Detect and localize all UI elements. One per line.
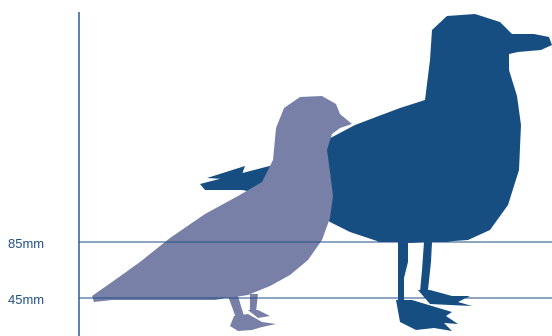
- marker-label-85mm: 85mm: [8, 236, 44, 251]
- pigeon-silhouette: [92, 96, 352, 331]
- marker-label-45mm: 45mm: [8, 292, 44, 307]
